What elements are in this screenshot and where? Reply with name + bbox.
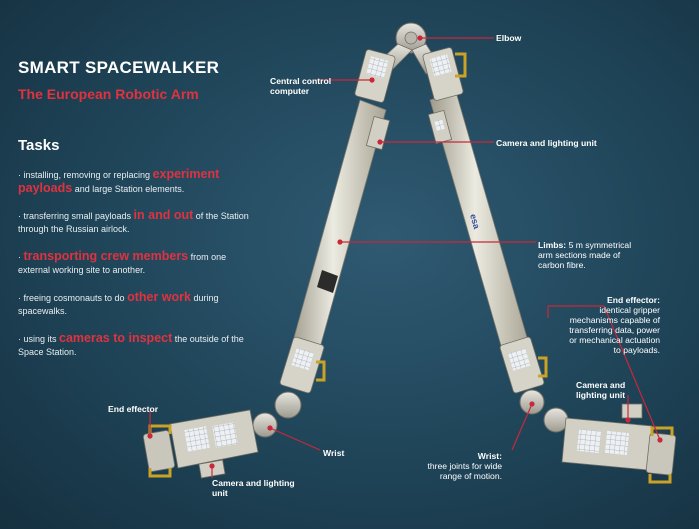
pointer-wrist-right bbox=[511, 403, 533, 451]
page-title: SMART SPACEWALKER bbox=[18, 58, 220, 77]
end-effector-left bbox=[142, 430, 176, 472]
label-wrist-right: Wrist: three joints for wide range of mo… bbox=[427, 451, 502, 481]
label-end-effector-right: End effector: identical gripper mechanis… bbox=[569, 295, 660, 355]
task-text: · transferring small payloads bbox=[18, 211, 134, 221]
label-end-effector-left: End effector bbox=[108, 404, 159, 414]
callout-pointers bbox=[147, 35, 663, 478]
task-text: the outside of the Space Station. bbox=[18, 334, 244, 357]
task-text: from one external working site to anothe… bbox=[18, 252, 227, 275]
task-text: · installing, removing or replacing bbox=[18, 170, 153, 180]
task-item-inspect: · using its cameras to inspect the outsi… bbox=[18, 332, 253, 359]
task-item-other-work: · freeing cosmonauts to do other work du… bbox=[18, 291, 253, 318]
task-text: of the Station through the Russian airlo… bbox=[18, 211, 249, 234]
label-camera-right: Camera and lighting unit bbox=[576, 380, 626, 400]
label-central-control: Central control computer bbox=[270, 76, 332, 96]
label-limbs: Limbs: 5 m symmetrical arm sections made… bbox=[538, 240, 632, 270]
label-camera-bottom: Camera and lighting unit bbox=[212, 478, 295, 498]
task-highlight: other work bbox=[127, 290, 191, 304]
end-effector-right bbox=[645, 432, 677, 476]
page-subtitle: The European Robotic Arm bbox=[18, 86, 199, 102]
label-wrist-left: Wrist bbox=[323, 448, 345, 458]
tasks-heading: Tasks bbox=[18, 137, 60, 154]
task-text: · using its bbox=[18, 334, 60, 344]
wrist-joint-left-1 bbox=[274, 391, 302, 419]
esa-logo: esa bbox=[468, 213, 482, 231]
label-camera-top: Camera and lighting unit bbox=[496, 138, 597, 148]
left-limb-band bbox=[317, 270, 338, 293]
task-item-transfer: · transferring small payloads in and out… bbox=[18, 209, 253, 236]
label-elbow: Elbow bbox=[496, 33, 522, 43]
task-highlight: cameras to inspect bbox=[59, 331, 173, 345]
task-item-crew: · transporting crew members from one ext… bbox=[18, 250, 253, 277]
task-text: · freeing cosmonauts to do bbox=[18, 293, 128, 303]
left-wrist-assembly bbox=[142, 336, 326, 479]
right-wrist-assembly bbox=[499, 336, 677, 484]
camera-unit-upper-left bbox=[365, 115, 391, 151]
wrist-joint-right-2 bbox=[543, 407, 569, 433]
task-text: during spacewalks. bbox=[18, 293, 219, 316]
task-text: · bbox=[18, 252, 24, 262]
task-highlight: in and out bbox=[133, 208, 194, 222]
task-highlight: experiment payloads bbox=[18, 167, 220, 195]
pointer-wrist-left bbox=[269, 427, 321, 451]
wrist-joint-left-2 bbox=[252, 412, 278, 438]
task-text: and large Station elements. bbox=[72, 184, 185, 194]
elbow-joint bbox=[354, 22, 467, 103]
camera-unit-right bbox=[621, 403, 643, 419]
end-effector-housing-left bbox=[169, 409, 259, 469]
task-highlight: transporting crew members bbox=[23, 249, 189, 263]
task-item-payloads: · installing, removing or replacing expe… bbox=[18, 168, 253, 196]
